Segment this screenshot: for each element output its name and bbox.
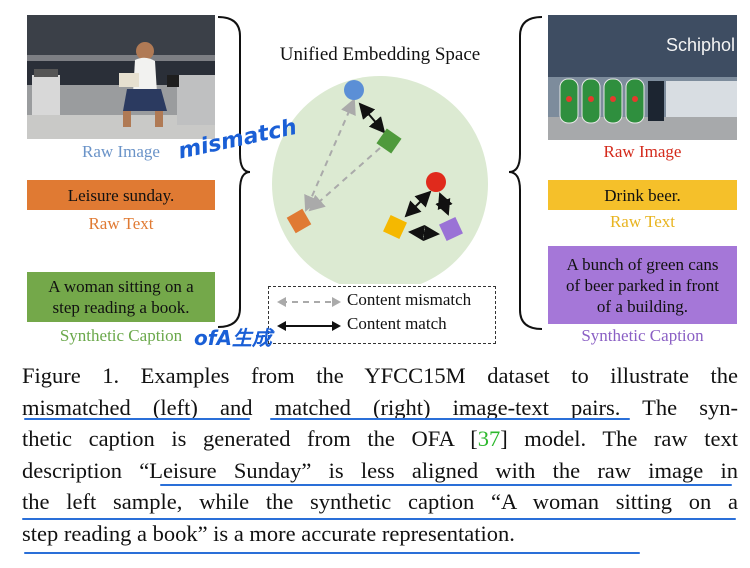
left-raw-text-label: Raw Text [88,214,154,233]
right-raw-image: Schiphol [548,15,737,140]
citation-ref[interactable]: 37 [477,426,501,451]
diagram-title: Unified Embedding Space [279,44,481,65]
legend-match-label: Content match [347,314,447,333]
underline-left-sample [22,518,736,520]
legend-match-arrow [277,321,341,331]
orange-node [286,208,312,234]
right-synthetic-caption-label: Synthetic Caption [581,326,704,345]
caption-line-3a: thetic caption is generated from the OFA… [22,426,478,451]
caption-line-2a: mismatched (left) and matched (right) im… [22,394,621,420]
match-line-3 [435,192,453,216]
left-synthetic-caption-label: Synthetic Caption [59,326,183,345]
mismatch-line-2 [308,147,381,212]
caption-line-2b: The syn- [620,394,739,420]
right-bracket [508,16,543,330]
purple-node [439,217,463,241]
figure-caption: Figure 1. Examples from the YFCC15M data… [22,360,738,549]
caption-line-6: step reading a book” is a more accurate … [22,520,515,546]
right-raw-text-box: Drink beer. [548,180,737,210]
caption-line-1: Figure 1. Examples from the YFCC15M data… [22,363,738,388]
legend-mismatch-label: Content mismatch [347,290,472,309]
left-raw-image [27,15,215,139]
left-raw-image-label: Raw Image [82,142,160,161]
green-node [376,128,402,154]
legend-mismatch-arrow [277,297,341,307]
caption-line-3: thetic caption is generated from the OFA… [22,423,738,455]
caption-line-5: the left sample, while the synthetic cap… [22,489,738,514]
right-raw-image-label: Raw Image [603,142,682,161]
ofa-note-dashes [256,335,270,337]
caption-line-4: description “Leisure Sunday” is less ali… [22,457,738,483]
left-bracket [217,16,251,328]
left-synthetic-caption-box: A woman sitting on a step reading a book… [27,272,215,322]
match-line-1 [358,102,386,134]
caption-line-3b: ] model. The raw text [500,426,738,451]
left-raw-text-box: Leisure sunday. [27,180,215,210]
underline-mismatched [24,418,250,420]
right-synthetic-caption-box: A bunch of green cans of beer parked in … [548,246,737,324]
underline-matched [270,418,630,420]
ofa-handwritten-note: ofA生成 [194,326,272,350]
underline-leisure [160,484,732,486]
right-raw-text-label: Raw Text [609,212,676,231]
embedding-circle [272,76,488,284]
legend-box: Content mismatch Content match [268,286,496,344]
yellow-node [383,215,407,239]
underline-step [24,552,640,554]
mismatch-line-1 [304,98,356,212]
red-node [426,172,446,192]
embedding-space [272,76,488,284]
match-line-4 [408,225,440,241]
match-line-2 [404,190,432,218]
schiphol-sign-text: Schiphol [666,35,736,55]
blue-node [344,80,364,100]
caption-line-2: mismatched (left) and matched (right) im… [22,392,738,424]
